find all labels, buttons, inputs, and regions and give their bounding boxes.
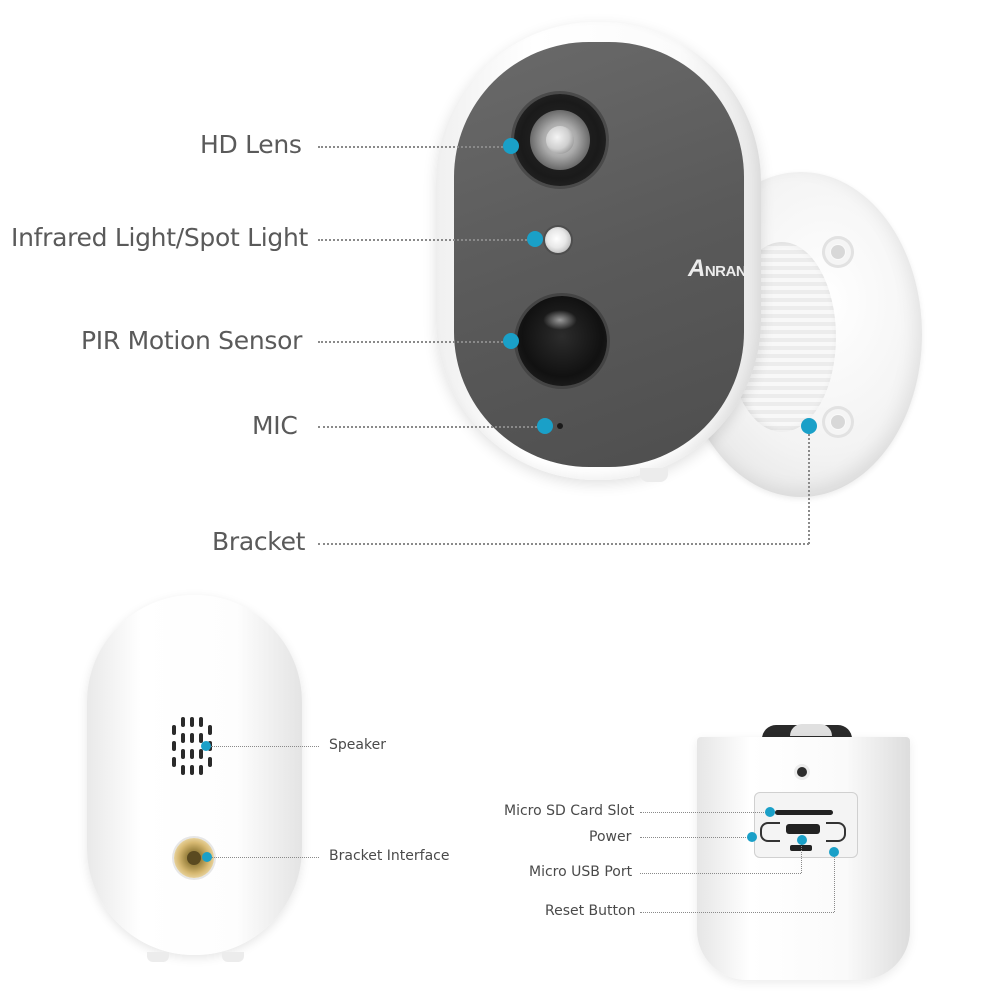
camera-back-shell bbox=[87, 595, 302, 955]
camera-front-face-panel bbox=[454, 42, 744, 467]
pir-sensor-reflection bbox=[543, 310, 577, 330]
label-reset: Reset Button bbox=[545, 903, 636, 919]
port-cover-clip-left bbox=[760, 822, 780, 842]
callout-dot-speaker bbox=[201, 741, 211, 751]
label-power: Power bbox=[589, 829, 632, 845]
label-bracket-interface: Bracket Interface bbox=[329, 848, 450, 864]
hd-lens-glass bbox=[546, 126, 574, 154]
bracket-interface-thread-hole bbox=[187, 851, 201, 865]
leader-line-hd-lens bbox=[318, 146, 511, 148]
callout-dot-micro-usb bbox=[797, 835, 807, 845]
leader-line-mic bbox=[318, 426, 545, 428]
callout-dot-micro-sd bbox=[765, 807, 775, 817]
callout-dot-bracket bbox=[801, 418, 817, 434]
leader-line-micro-usb-h bbox=[640, 873, 801, 874]
leader-line-infrared-light bbox=[318, 239, 535, 241]
label-micro-sd: Micro SD Card Slot bbox=[504, 803, 635, 819]
leader-line-reset-h bbox=[640, 912, 834, 913]
bracket-screw-hole-bottom bbox=[822, 406, 854, 438]
bracket-screw-hole-top bbox=[822, 236, 854, 268]
speaker-grille-icon bbox=[172, 717, 218, 779]
leader-line-speaker bbox=[211, 746, 319, 747]
label-mic: MIC bbox=[252, 411, 298, 440]
port-cover-clip-right bbox=[826, 822, 846, 842]
label-micro-usb: Micro USB Port bbox=[529, 864, 633, 880]
leader-line-bracket-v bbox=[808, 426, 810, 544]
camera-back-foot-right bbox=[222, 952, 244, 962]
callout-dot-infrared-light bbox=[527, 231, 543, 247]
callout-dot-reset bbox=[829, 847, 839, 857]
callout-dot-mic bbox=[537, 418, 553, 434]
label-infrared-light: Infrared Light/Spot Light bbox=[11, 223, 309, 252]
camera-bottom-shell bbox=[697, 737, 910, 980]
camera-bottom-top-highlight bbox=[790, 724, 832, 736]
camera-bottom-vent-hole bbox=[797, 767, 807, 777]
leader-line-micro-sd bbox=[640, 812, 770, 813]
micro-sd-slot bbox=[775, 810, 833, 815]
leader-line-power bbox=[640, 837, 752, 838]
callout-dot-power bbox=[747, 832, 757, 842]
leader-line-bracket-interface bbox=[212, 857, 319, 858]
brand-logo: ANRAN bbox=[688, 255, 747, 283]
leader-line-micro-usb-v bbox=[801, 840, 802, 873]
camera-back-foot-left bbox=[147, 952, 169, 962]
camera-foot bbox=[640, 468, 668, 482]
label-hd-lens: HD Lens bbox=[200, 130, 302, 159]
callout-dot-bracket-interface bbox=[202, 852, 212, 862]
callout-dot-pir-sensor bbox=[503, 333, 519, 349]
brand-logo-text: NRAN bbox=[704, 263, 747, 280]
callout-dot-hd-lens bbox=[503, 138, 519, 154]
brand-logo-initial: A bbox=[688, 255, 705, 282]
leader-line-pir-sensor bbox=[318, 341, 511, 343]
infrared-light-icon bbox=[545, 227, 571, 253]
label-pir-sensor: PIR Motion Sensor bbox=[81, 326, 303, 355]
power-button bbox=[786, 824, 820, 834]
leader-line-bracket-h bbox=[318, 543, 809, 545]
leader-line-reset-v bbox=[834, 852, 835, 912]
label-bracket: Bracket bbox=[212, 527, 306, 556]
label-speaker: Speaker bbox=[329, 737, 386, 753]
mic-hole bbox=[557, 423, 563, 429]
